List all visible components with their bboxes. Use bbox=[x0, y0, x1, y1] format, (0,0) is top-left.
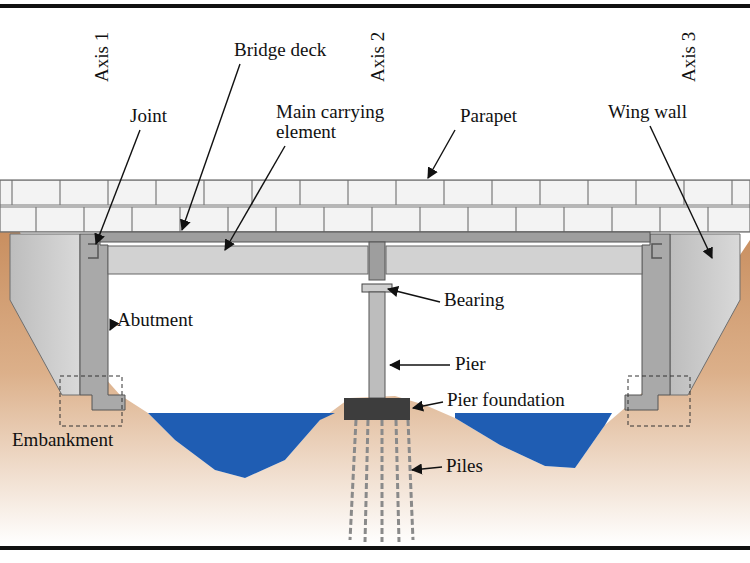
part-label: Piles bbox=[446, 456, 483, 476]
part-label: Embankment bbox=[12, 430, 113, 450]
part-label: Pier bbox=[455, 354, 486, 374]
part-label: Joint bbox=[130, 106, 167, 126]
part-label: Bridge deck bbox=[234, 40, 326, 60]
axis-label: Axis 3 bbox=[679, 32, 699, 82]
part-label: Pier foundation bbox=[447, 390, 565, 410]
part-label: Main carrying element bbox=[276, 102, 394, 142]
axis-label: Axis 1 bbox=[92, 32, 112, 82]
part-label: Wing wall bbox=[608, 102, 687, 122]
part-label: Parapet bbox=[460, 106, 517, 126]
part-label: Bearing bbox=[444, 290, 504, 310]
axis-label: Axis 2 bbox=[368, 32, 388, 82]
part-label: Abutment bbox=[117, 310, 193, 330]
